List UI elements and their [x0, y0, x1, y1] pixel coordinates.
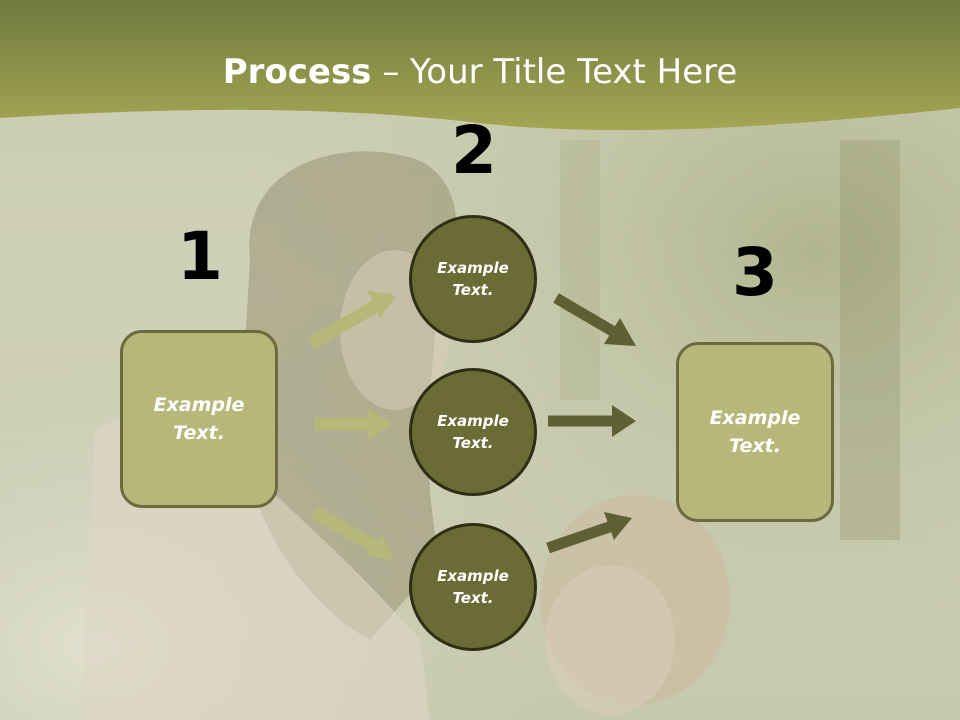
- circle-1: Example Text.: [409, 215, 537, 343]
- circle-1-text: Example Text.: [437, 258, 509, 300]
- left-process-box: Example Text.: [120, 330, 278, 508]
- circle-3-text: Example Text.: [437, 566, 509, 608]
- circle-2: Example Text.: [409, 368, 537, 496]
- arrow-head-4: [604, 318, 636, 346]
- step-number-2: 2: [451, 112, 497, 189]
- arrow-shaft-1: [308, 300, 380, 349]
- arrow-head-3: [366, 534, 394, 560]
- arrow-shaft-6: [546, 520, 614, 554]
- page-title: Process – Your Title Text Here: [0, 52, 960, 92]
- step-number-3: 3: [732, 234, 778, 311]
- header-band: [0, 0, 960, 131]
- left-box-text: Example Text.: [153, 393, 245, 445]
- circle-2-text: Example Text.: [437, 411, 509, 453]
- right-box-text: Example Text.: [709, 406, 801, 458]
- circle-3: Example Text.: [409, 523, 537, 651]
- title-bold: Process: [222, 52, 372, 92]
- arrow-shaft-3: [310, 506, 378, 552]
- arrow-head-6: [604, 512, 632, 540]
- step-number-1: 1: [177, 218, 223, 295]
- arrow-shaft-4: [553, 293, 617, 337]
- arrow-head-2: [368, 408, 392, 440]
- arrow-head-5: [612, 405, 636, 437]
- right-process-box: Example Text.: [676, 342, 834, 522]
- title-rest: – Your Title Text Here: [371, 52, 738, 92]
- arrow-head-1: [370, 292, 396, 318]
